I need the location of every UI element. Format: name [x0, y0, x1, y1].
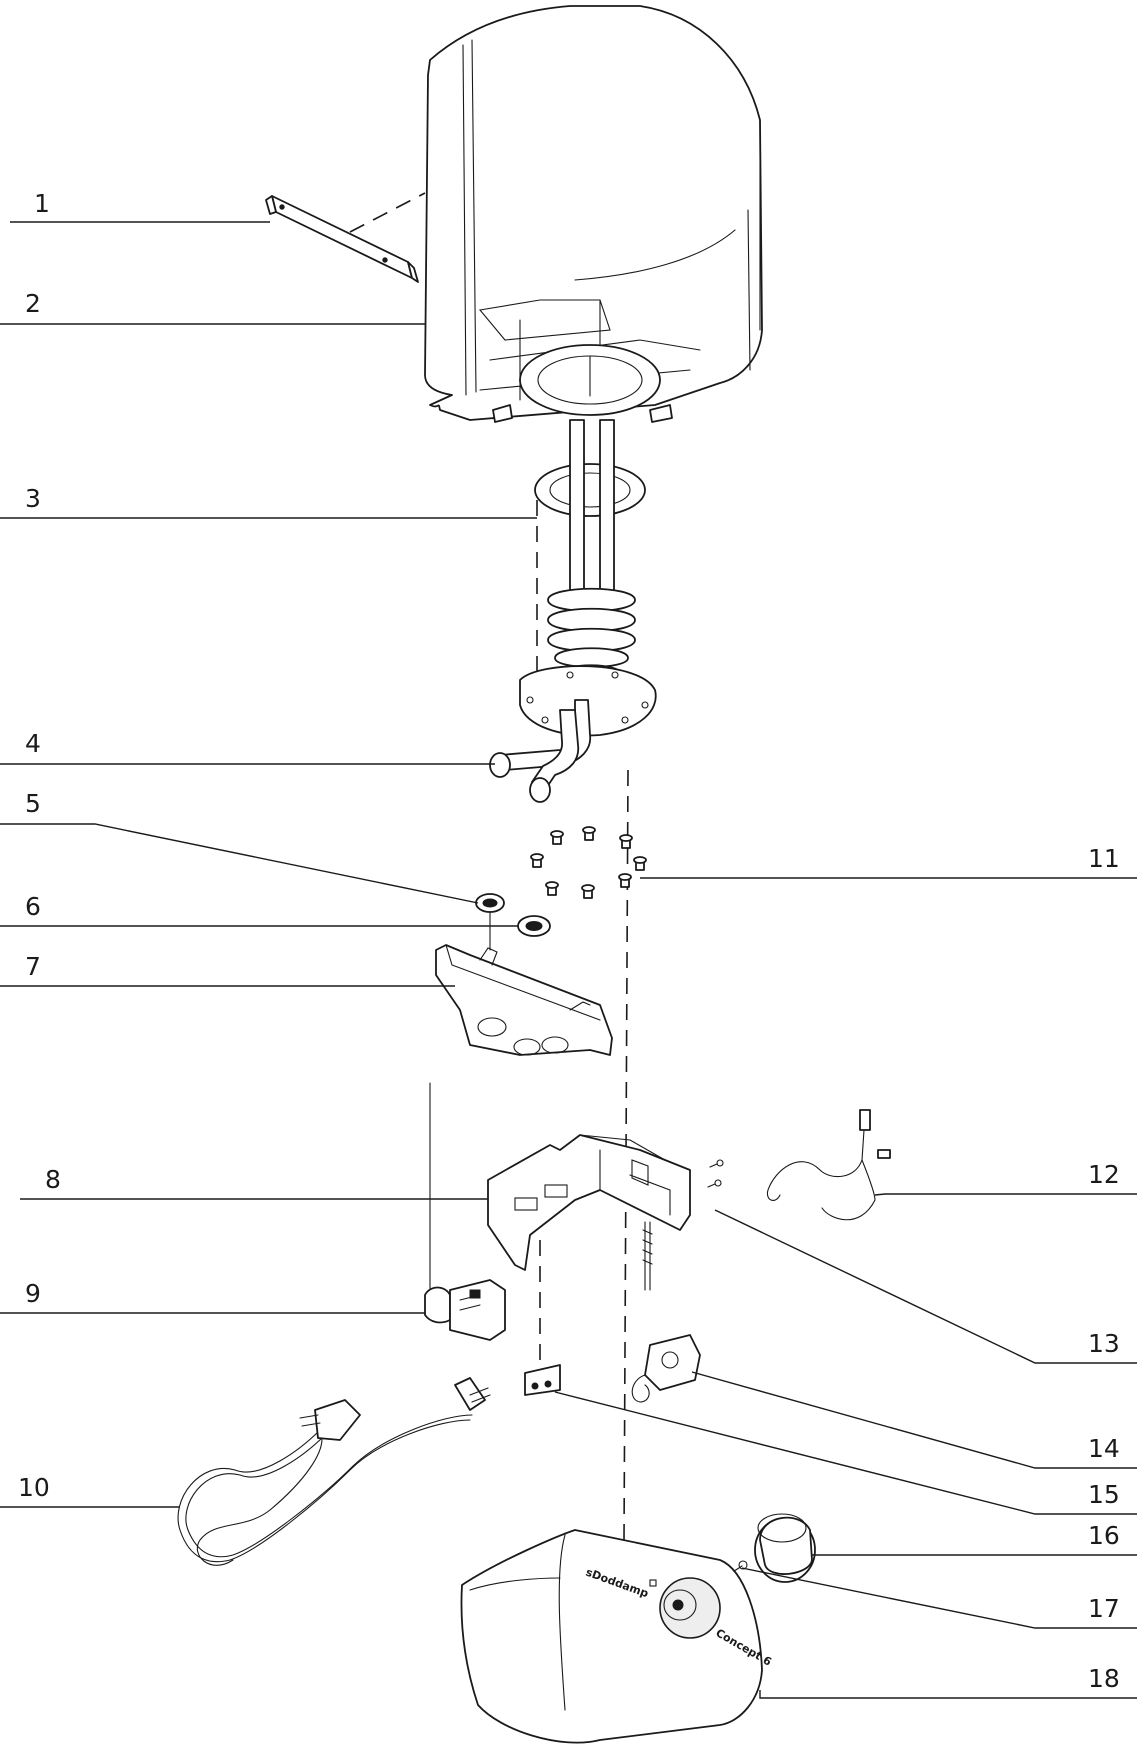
- callout-7: 7: [25, 952, 41, 981]
- callouts: 1 2 3 4 5 6 7 8 9 10 11 12 13 14 15 16 1…: [0, 189, 1137, 1699]
- part-10-power-cord: [177, 1377, 491, 1566]
- part-8-electric-housing: [487, 1134, 691, 1271]
- part-12-screws: [707, 1159, 724, 1188]
- part-5-gasket: [475, 893, 505, 913]
- part-15-terminal-block: [524, 1364, 561, 1396]
- part-12-wire-sensor: [766, 1109, 891, 1221]
- part-16-knob: [754, 1513, 816, 1583]
- callout-11: 11: [1088, 844, 1120, 873]
- callout-12: 12: [1088, 1160, 1120, 1189]
- callout-3: 3: [25, 484, 41, 513]
- part-9-thermostat: [424, 1279, 506, 1341]
- callout-4: 4: [25, 729, 41, 758]
- bracket-mount-guide: [349, 192, 426, 233]
- part-14-switch: [631, 1221, 701, 1403]
- callout-10: 10: [18, 1473, 50, 1502]
- callout-15: 15: [1088, 1480, 1120, 1509]
- callout-8: 8: [45, 1165, 61, 1194]
- callout-6: 6: [25, 892, 41, 921]
- part-18-bottom-cover: sDoddamp Concept 6: [460, 1529, 774, 1744]
- callout-1: 1: [34, 189, 50, 218]
- callout-18: 18: [1088, 1664, 1120, 1693]
- part-7-holder: [435, 944, 613, 1056]
- callout-5: 5: [25, 789, 41, 818]
- callout-9: 9: [25, 1279, 41, 1308]
- part-3-heating-assembly: [519, 419, 657, 737]
- part-11-screws: [530, 826, 647, 899]
- callout-17: 17: [1088, 1594, 1120, 1623]
- callout-16: 16: [1088, 1521, 1120, 1550]
- callout-13: 13: [1088, 1329, 1120, 1358]
- callout-2: 2: [25, 289, 41, 318]
- part-2-tank-body: [424, 5, 763, 423]
- part-1-wall-bracket: [265, 195, 419, 283]
- part-4-pipes: [489, 699, 592, 803]
- callout-14: 14: [1088, 1434, 1120, 1463]
- part-6-gasket: [517, 915, 551, 937]
